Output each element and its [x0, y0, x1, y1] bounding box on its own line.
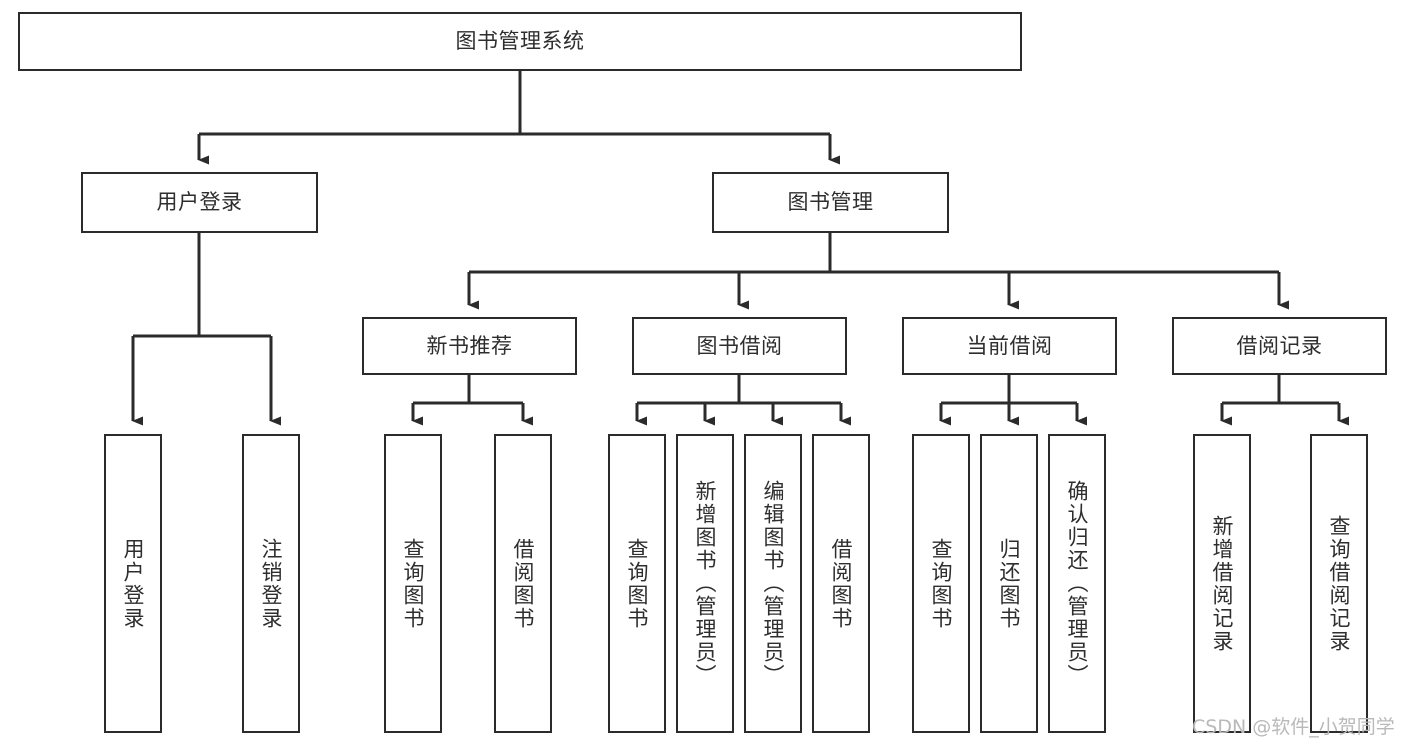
node-label: 新书推荐: [426, 333, 513, 358]
leaf-book-borrow-borrow-book[interactable]: 借阅图书: [812, 434, 870, 733]
leaf-borrow-record-add-record[interactable]: 新增借阅记录: [1193, 434, 1251, 733]
leaf-current-borrow-return-book[interactable]: 归还图书: [980, 434, 1038, 733]
node-label: 归还图书: [997, 537, 1022, 630]
node-label: 借阅图书: [511, 537, 536, 630]
leaf-user-login-logout[interactable]: 注销登录: [242, 434, 300, 733]
node-label: 新增借阅记录: [1210, 514, 1235, 653]
node-label: 新增图书（管理员）: [693, 480, 718, 687]
node-label: 注销登录: [259, 537, 284, 630]
node-label: 图书借阅: [696, 333, 783, 358]
node-label: 图书管理: [787, 190, 874, 215]
leaf-current-borrow-query-book[interactable]: 查询图书: [912, 434, 970, 733]
node-borrow-record[interactable]: 借阅记录: [1172, 317, 1387, 375]
leaf-borrow-record-query-record[interactable]: 查询借阅记录: [1310, 434, 1368, 733]
node-label: 图书管理系统: [455, 29, 585, 54]
node-label: 用户登录: [156, 190, 243, 215]
node-label: 借阅图书: [829, 537, 854, 630]
node-label: 用户登录: [121, 537, 146, 630]
leaf-book-borrow-query-book[interactable]: 查询图书: [608, 434, 666, 733]
leaf-new-book-borrow-book[interactable]: 借阅图书: [494, 434, 552, 733]
node-label: 查询图书: [929, 537, 954, 630]
node-user-login[interactable]: 用户登录: [81, 172, 318, 233]
node-label: 借阅记录: [1236, 333, 1323, 358]
node-label: 编辑图书（管理员）: [761, 480, 786, 687]
leaf-book-borrow-add-book-admin[interactable]: 新增图书（管理员）: [676, 434, 734, 733]
leaf-book-borrow-edit-book-admin[interactable]: 编辑图书（管理员）: [744, 434, 802, 733]
node-label: 确认归还（管理员）: [1065, 480, 1090, 687]
node-current-borrow[interactable]: 当前借阅: [902, 317, 1117, 375]
leaf-new-book-query-book[interactable]: 查询图书: [384, 434, 442, 733]
node-new-book-recommend[interactable]: 新书推荐: [362, 317, 577, 375]
node-root-book-management-system[interactable]: 图书管理系统: [18, 12, 1022, 71]
node-book-management[interactable]: 图书管理: [712, 172, 949, 233]
node-book-borrow[interactable]: 图书借阅: [632, 317, 847, 375]
watermark-text: CSDN @软件_小贺同学: [1192, 716, 1395, 738]
leaf-user-login-login[interactable]: 用户登录: [104, 434, 162, 733]
node-label: 当前借阅: [966, 333, 1053, 358]
node-label: 查询借阅记录: [1327, 514, 1352, 653]
node-label: 查询图书: [625, 537, 650, 630]
node-label: 查询图书: [401, 537, 426, 630]
leaf-current-borrow-confirm-return-admin[interactable]: 确认归还（管理员）: [1048, 434, 1106, 733]
